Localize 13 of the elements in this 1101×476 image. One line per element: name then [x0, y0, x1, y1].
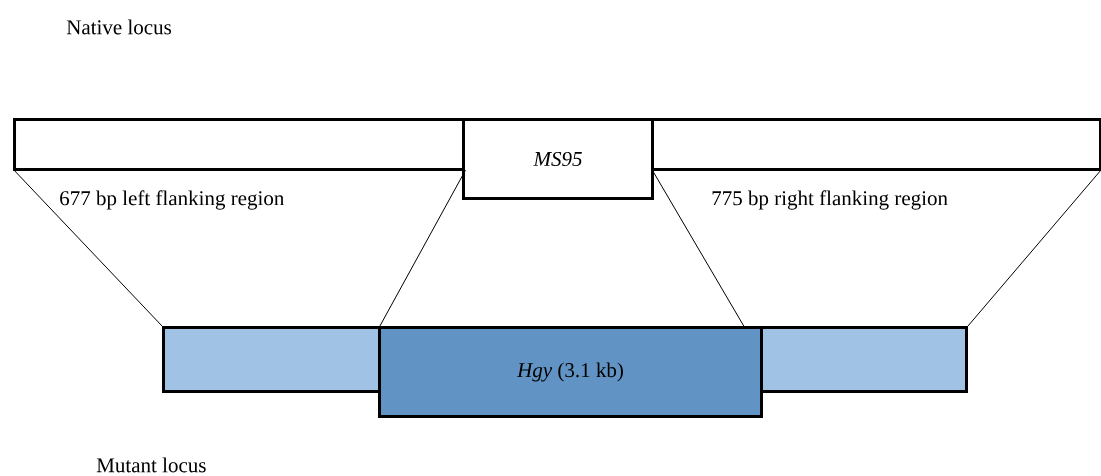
gene-box: MS95 — [462, 118, 654, 200]
region-box — [651, 118, 1101, 171]
connector-line — [13, 169, 163, 327]
text-label: Mutant locus — [96, 457, 206, 473]
region-caption: 677 bp left flanking region — [60, 190, 285, 210]
text-label: Native locus — [66, 19, 172, 35]
gene-box: Hgy (3.1 kb) — [378, 326, 763, 418]
connector-line — [651, 169, 745, 327]
region-caption: 775 bp right flanking region — [712, 190, 948, 210]
region-box — [13, 118, 465, 171]
connector-line — [967, 169, 1101, 327]
region-box — [760, 326, 968, 393]
region-box — [162, 326, 381, 393]
